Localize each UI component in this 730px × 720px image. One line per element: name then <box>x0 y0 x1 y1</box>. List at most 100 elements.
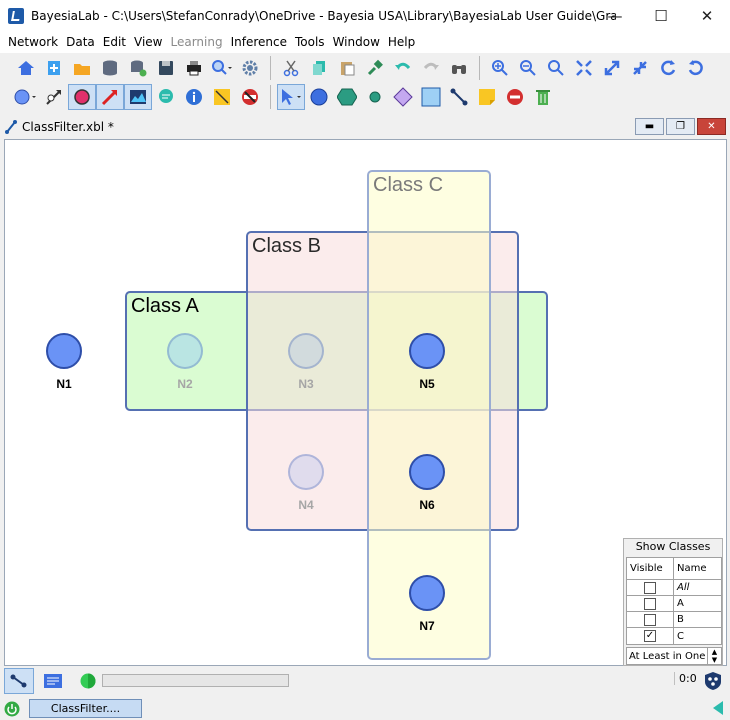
document-tab[interactable]: ClassFilter.xbl * ▬ ❐ ✕ <box>0 116 730 138</box>
zoom-in-icon[interactable] <box>486 55 514 81</box>
graph-canvas[interactable]: Class A Class B Class C N1 N2 N3 N4 N5 N… <box>4 139 727 666</box>
node-n7[interactable] <box>409 575 445 611</box>
console-view-icon <box>44 674 62 688</box>
filter-mode-select[interactable]: At Least in One ▲▼ <box>626 647 722 665</box>
class-b-label: Class B <box>252 235 321 257</box>
doc-minimize-button[interactable]: ▬ <box>635 118 664 135</box>
print-icon[interactable] <box>180 55 208 81</box>
node-n6[interactable] <box>409 454 445 490</box>
cut-icon[interactable] <box>277 55 305 81</box>
monitor-mode-icon[interactable] <box>124 84 152 110</box>
close-button[interactable]: ✕ <box>700 6 714 25</box>
database-icon[interactable] <box>96 55 124 81</box>
class-row-b[interactable]: B <box>627 612 721 628</box>
database-connect-icon[interactable] <box>124 55 152 81</box>
save-icon[interactable] <box>152 55 180 81</box>
task-classfilter[interactable]: ClassFilter.... <box>29 699 142 718</box>
draw-small-circle-icon[interactable] <box>361 84 389 110</box>
comment-icon[interactable] <box>152 84 180 110</box>
checkbox-all[interactable] <box>644 581 656 594</box>
node-n6-label: N6 <box>419 498 435 512</box>
graph-view-button[interactable] <box>4 668 34 694</box>
draw-square-icon[interactable] <box>417 84 445 110</box>
node-n1[interactable] <box>46 333 82 369</box>
info-icon[interactable] <box>180 84 208 110</box>
show-classes-panel: Show Classes Visible Name All A B ✓ C <box>623 538 723 666</box>
new-network-icon[interactable] <box>40 55 68 81</box>
zoom-fit-icon[interactable] <box>542 55 570 81</box>
zoom-dropdown-icon[interactable] <box>208 55 236 81</box>
settings-gear-icon[interactable] <box>236 55 264 81</box>
note-icon[interactable] <box>208 84 236 110</box>
progress-bar <box>102 674 289 687</box>
menu-data[interactable]: Data <box>66 35 95 49</box>
rotate-right-icon[interactable] <box>682 55 710 81</box>
menu-view[interactable]: View <box>134 35 163 49</box>
trash-icon[interactable] <box>529 84 557 110</box>
draw-diamond-icon[interactable] <box>389 84 417 110</box>
console-view-button[interactable] <box>38 668 68 694</box>
class-row-c[interactable]: ✓ C <box>627 628 721 644</box>
maximize-button[interactable]: ☐ <box>654 6 668 25</box>
menu-learning: Learning <box>170 35 223 49</box>
menu-network[interactable]: Network <box>8 35 59 49</box>
spinner-arrows-icon[interactable]: ▲▼ <box>707 648 721 664</box>
sticky-note-icon[interactable] <box>473 84 501 110</box>
expand-icon[interactable] <box>598 55 626 81</box>
home-icon[interactable] <box>12 55 40 81</box>
open-folder-icon[interactable] <box>68 55 96 81</box>
menu-inference[interactable]: Inference <box>230 35 287 49</box>
node-n2[interactable] <box>167 333 203 369</box>
fit-window-icon[interactable] <box>570 55 598 81</box>
doc-restore-button[interactable]: ❐ <box>666 118 695 135</box>
col-name[interactable]: Name <box>677 563 707 574</box>
checkbox-c[interactable]: ✓ <box>644 630 656 642</box>
arc-info-icon[interactable] <box>40 84 68 110</box>
show-classes-table: Visible Name All A B ✓ C <box>626 557 722 645</box>
checkbox-b[interactable] <box>644 613 656 626</box>
no-arc-icon[interactable] <box>236 84 264 110</box>
bayesia-shield-icon[interactable] <box>704 671 722 691</box>
coordinates-readout: 0:0 <box>674 672 697 685</box>
class-row-a[interactable]: A <box>627 596 721 612</box>
node-n5[interactable] <box>409 333 445 369</box>
zoom-out-icon[interactable] <box>514 55 542 81</box>
node-mode-icon[interactable] <box>68 84 96 110</box>
select-arrow-icon[interactable] <box>277 84 305 110</box>
collapse-arrow-icon[interactable] <box>712 700 724 716</box>
node-style-icon[interactable] <box>12 84 40 110</box>
class-name-b: B <box>677 614 684 625</box>
bayesialab-logo-icon <box>8 7 24 24</box>
doc-close-button[interactable]: ✕ <box>697 118 726 135</box>
menu-help[interactable]: Help <box>387 35 416 49</box>
draw-hexagon-icon[interactable] <box>333 84 361 110</box>
draw-link-icon[interactable] <box>445 84 473 110</box>
draw-circle-icon[interactable] <box>305 84 333 110</box>
node-n3[interactable] <box>288 333 324 369</box>
main-toolbar <box>0 54 710 82</box>
window-task-bar: ClassFilter.... <box>0 697 730 720</box>
format-painter-icon[interactable] <box>361 55 389 81</box>
undo-icon[interactable] <box>389 55 417 81</box>
menu-window[interactable]: Window <box>332 35 380 49</box>
binoculars-icon[interactable] <box>445 55 473 81</box>
copy-icon[interactable] <box>305 55 333 81</box>
menu-edit[interactable]: Edit <box>102 35 127 49</box>
class-a-label: Class A <box>131 295 199 317</box>
col-visible[interactable]: Visible <box>627 558 674 579</box>
paste-icon[interactable] <box>333 55 361 81</box>
node-n1-label: N1 <box>56 377 72 391</box>
checkbox-a[interactable] <box>644 597 656 610</box>
status-bar: 0:0 <box>0 667 730 695</box>
toolbar-separator <box>479 56 480 80</box>
class-row-all[interactable]: All <box>627 580 721 596</box>
node-n4[interactable] <box>288 454 324 490</box>
menu-bar: Network Data Edit View Learning Inferenc… <box>0 31 730 53</box>
shrink-icon[interactable] <box>626 55 654 81</box>
rotate-left-icon[interactable] <box>654 55 682 81</box>
menu-tools[interactable]: Tools <box>295 35 325 49</box>
arc-mode-icon[interactable] <box>96 84 124 110</box>
minimize-button[interactable]: — <box>607 6 623 25</box>
delete-stop-icon[interactable] <box>501 84 529 110</box>
